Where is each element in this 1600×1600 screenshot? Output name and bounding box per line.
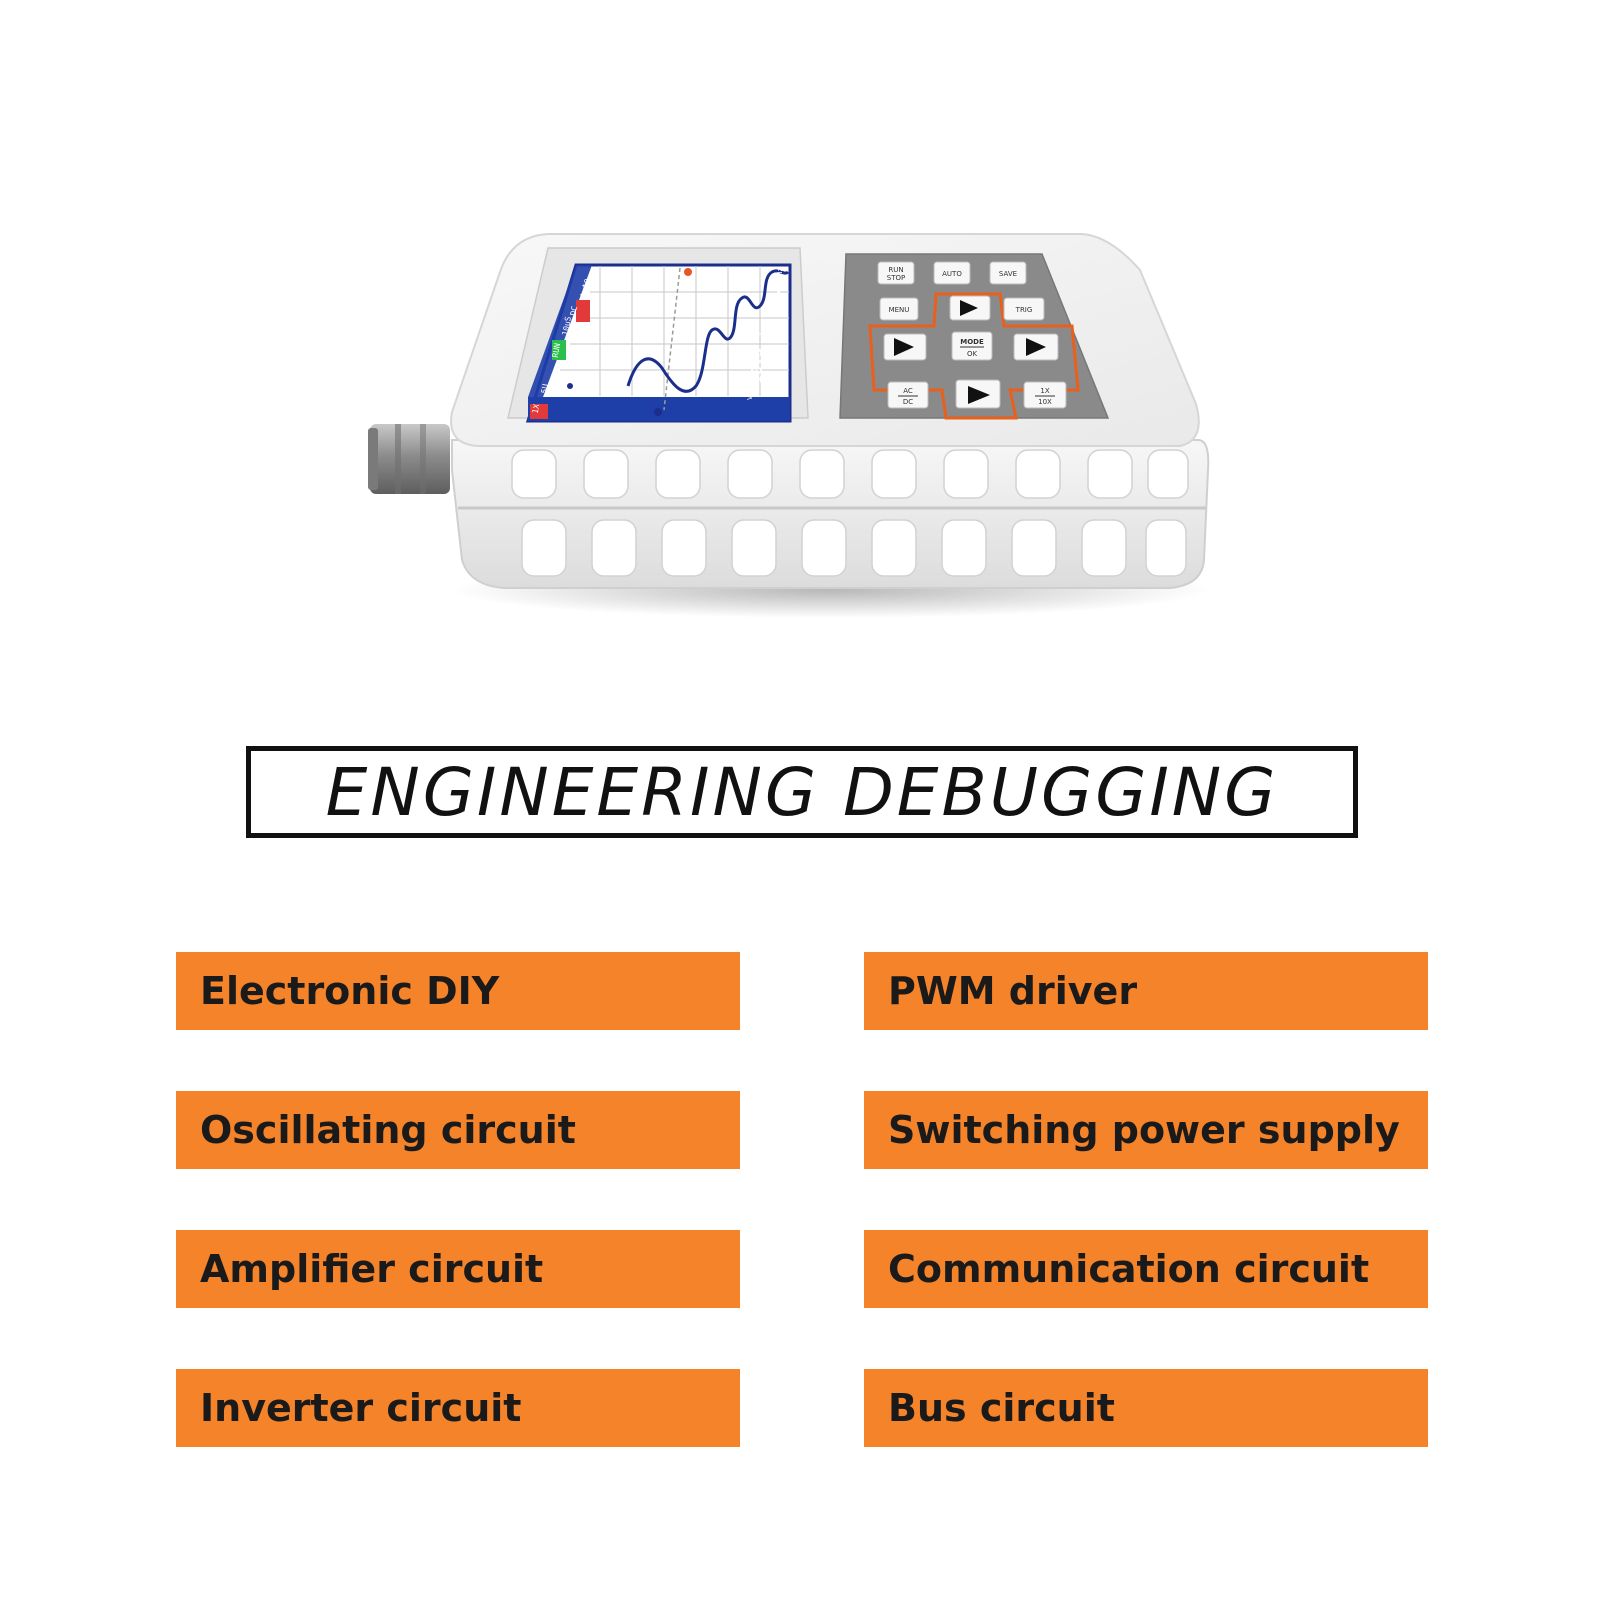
- left-arrow-button[interactable]: [883, 333, 927, 361]
- oscilloscope-product-photo: 1X 5U RUN 10uS DC Auto VPP 10.3 V F 13.0…: [368, 233, 1210, 618]
- mode-ok-button[interactable]: MODE OK: [951, 331, 993, 361]
- application-tag-amplifier-circuit: Amplifier circuit: [176, 1230, 740, 1308]
- save-button[interactable]: SAVE: [989, 261, 1027, 285]
- svg-text:TRIG: TRIG: [1015, 306, 1033, 314]
- screen-freq-unit: Hz: [776, 268, 784, 276]
- grip-ribs-upper: [511, 449, 1189, 499]
- ac-dc-button[interactable]: AC DC: [887, 381, 929, 409]
- svg-text:AUTO: AUTO: [942, 270, 962, 278]
- application-label: Bus circuit: [888, 1386, 1115, 1430]
- svg-text:MODE: MODE: [960, 338, 984, 346]
- grip-ribs-lower: [521, 519, 1187, 577]
- application-tag-electronic-diy: Electronic DIY: [176, 952, 740, 1030]
- application-tag-bus-circuit: Bus circuit: [864, 1369, 1428, 1447]
- screen-tag-run: RUN: [551, 342, 562, 358]
- screen-vpp-value: 10.3: [748, 348, 766, 384]
- application-label: Inverter circuit: [200, 1386, 522, 1430]
- waveform-trace: [626, 269, 790, 393]
- svg-text:SAVE: SAVE: [999, 270, 1017, 278]
- screen-vpp-unit: V: [756, 331, 764, 336]
- trig-button[interactable]: TRIG: [1003, 297, 1045, 321]
- svg-text:OK: OK: [967, 350, 978, 358]
- svg-text:DC: DC: [903, 398, 913, 406]
- application-tag-switching-power-supply: Switching power supply: [864, 1091, 1428, 1169]
- probe-1x-10x-button[interactable]: 1X 10X: [1023, 381, 1067, 409]
- run-stop-button[interactable]: RUN STOP: [877, 261, 915, 285]
- application-tag-communication-circuit: Communication circuit: [864, 1230, 1428, 1308]
- screen-tag-5u: 5U: [540, 383, 551, 394]
- svg-text:STOP: STOP: [887, 274, 905, 282]
- svg-text:1X: 1X: [1040, 387, 1049, 395]
- up-arrow-icon: [960, 300, 978, 316]
- menu-button[interactable]: MENU: [879, 297, 919, 321]
- lcd-screen: 1X 5U RUN 10uS DC Auto VPP 10.3 V F 13.0…: [525, 263, 792, 423]
- dpad-outline: [868, 292, 1080, 420]
- application-tag-oscillating-circuit: Oscillating circuit: [176, 1091, 740, 1169]
- application-label: Electronic DIY: [200, 969, 500, 1013]
- svg-text:MENU: MENU: [889, 306, 910, 314]
- screen-tag-coupling: DC: [569, 305, 580, 316]
- section-title-box: ENGINEERING DEBUGGING: [246, 746, 1358, 838]
- application-tag-pwm-driver: PWM driver: [864, 952, 1428, 1030]
- application-label: Switching power supply: [888, 1108, 1400, 1152]
- application-label: PWM driver: [888, 969, 1138, 1013]
- screen-tag-trigger-mode: Auto: [579, 278, 591, 299]
- down-arrow-icon: [968, 386, 990, 404]
- screen-freq-value: 13.0: [766, 278, 784, 314]
- left-arrow-icon: [894, 338, 914, 356]
- section-title: ENGINEERING DEBUGGING: [325, 753, 1279, 831]
- bnc-connector: [368, 424, 450, 494]
- right-arrow-button[interactable]: [1013, 333, 1059, 361]
- screen-freq-label: F: [760, 318, 768, 322]
- svg-text:RUN: RUN: [888, 266, 903, 274]
- screen-tag-timebase: 10uS: [561, 316, 573, 337]
- application-label: Oscillating circuit: [200, 1108, 576, 1152]
- svg-text:AC: AC: [903, 387, 913, 395]
- svg-text:10X: 10X: [1038, 398, 1052, 406]
- screen-tag-1x: 1X: [531, 403, 542, 414]
- right-arrow-icon: [1026, 338, 1046, 356]
- up-arrow-button[interactable]: [949, 295, 991, 321]
- screen-vpp-label: VPP: [746, 387, 754, 400]
- auto-button[interactable]: AUTO: [933, 261, 971, 285]
- application-label: Communication circuit: [888, 1247, 1370, 1291]
- application-tag-inverter-circuit: Inverter circuit: [176, 1369, 740, 1447]
- application-label: Amplifier circuit: [200, 1247, 544, 1291]
- down-arrow-button[interactable]: [955, 379, 1001, 409]
